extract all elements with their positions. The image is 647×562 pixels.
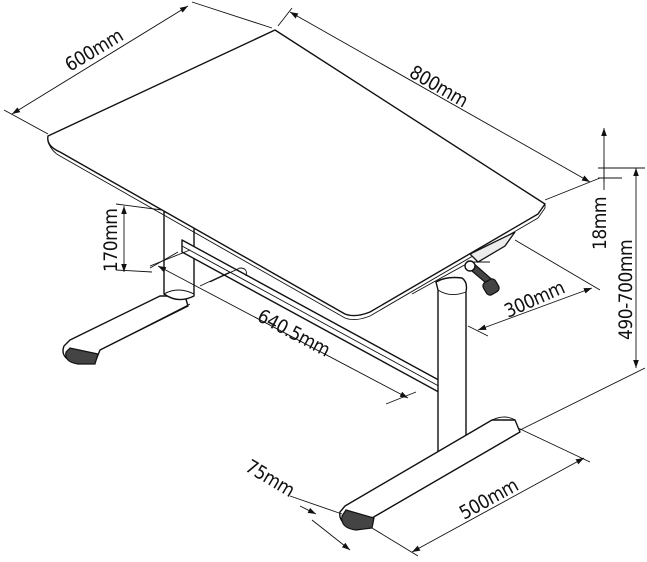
dim-label-foot-length: 500mm: [456, 474, 522, 524]
dim-label-top-depth: 600mm: [61, 25, 127, 77]
dim-170-lines: [115, 203, 163, 273]
dim-300-lines: [467, 239, 601, 337]
right-foot: [339, 416, 521, 531]
dim-75-lines: [289, 495, 351, 551]
dim-640-lines: [149, 251, 417, 405]
dim-label-crank-length: 300mm: [501, 277, 568, 323]
left-foot: [62, 295, 191, 365]
dim-label-top-width: 800mm: [406, 61, 472, 112]
dim-label-height-range: 490-700mm: [615, 240, 637, 340]
table-top: [47, 29, 546, 321]
dim-height-lines: [519, 128, 646, 431]
dim-500-lines: [371, 427, 591, 557]
dim-600-lines: [3, 1, 273, 135]
dim-label-beam-drop: 170mm: [100, 209, 122, 272]
crank-handle[interactable]: [464, 260, 501, 297]
dim-label-foot-width: 75mm: [241, 455, 298, 501]
dim-800-lines: [277, 7, 601, 201]
right-column: [435, 276, 468, 461]
dim-label-top-thickness: 18mm: [589, 197, 611, 250]
